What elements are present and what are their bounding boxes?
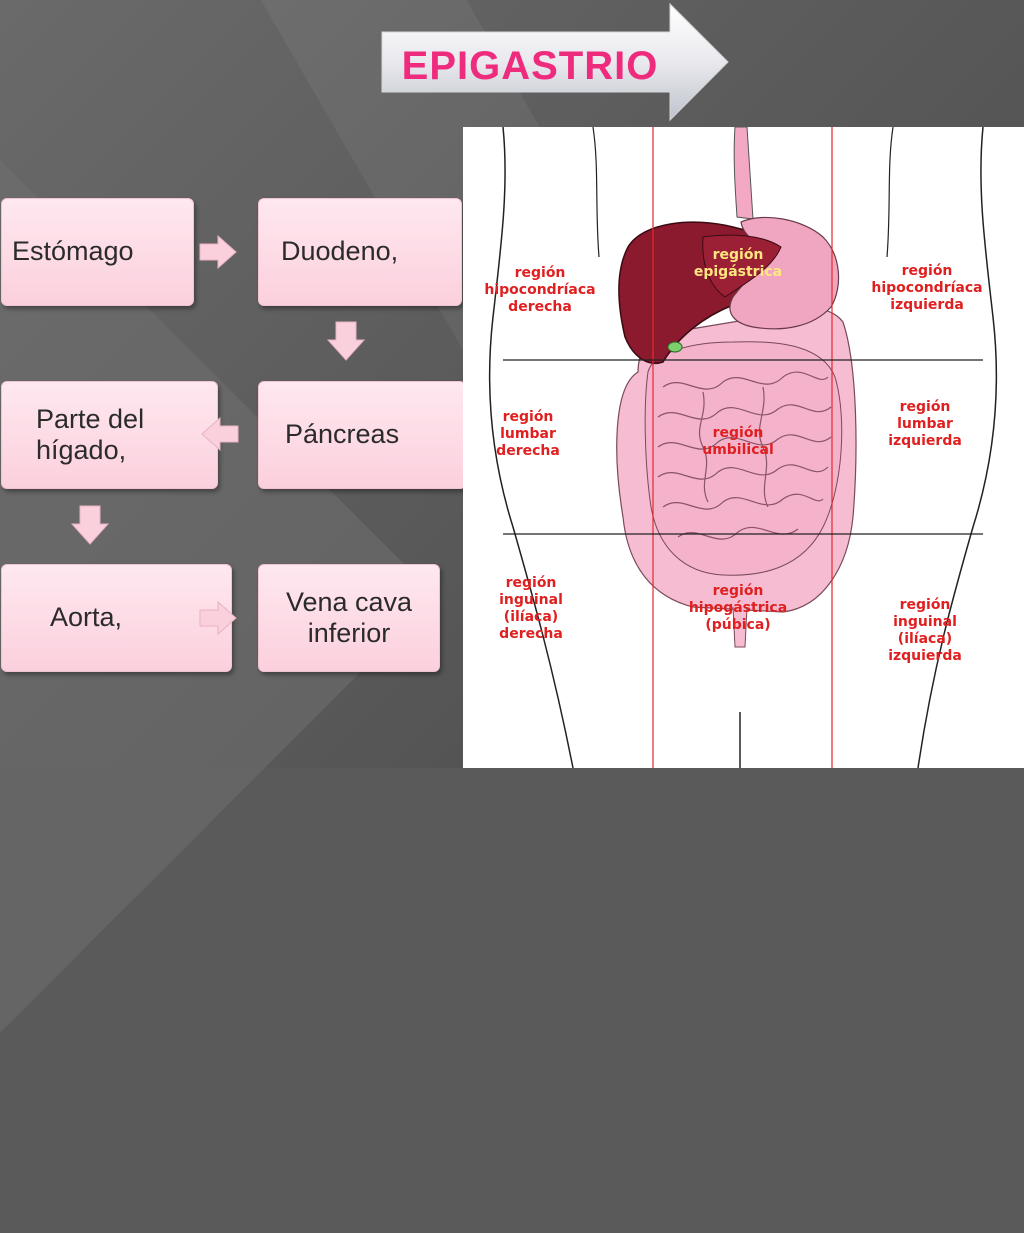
flow-box-aorta: Aorta,: [1, 564, 232, 672]
arrow-left-icon: [201, 416, 239, 452]
region-label-hipocondriaca-derecha: región hipocondríaca derecha: [484, 265, 596, 315]
region-label-lumbar-izquierda: región lumbar izquierda: [888, 399, 962, 449]
region-label-lumbar-derecha: región lumbar derecha: [496, 409, 560, 459]
flow-box-vena-cava: Vena cava inferior: [258, 564, 440, 672]
region-label-inguinal-derecha: región inguinal (ilíaca) derecha: [499, 575, 563, 642]
region-label-hipogastrica: región hipogástrica (púbica): [688, 583, 788, 633]
slide-title: EPIGASTRIO: [401, 43, 659, 88]
flow-box-label: Aorta,: [50, 602, 123, 633]
region-label-umbilical: región umbilical: [702, 425, 774, 458]
flow-box-label: Estómago: [12, 236, 134, 267]
arrow-right-icon: [199, 234, 237, 270]
anatomy-illustration: [488, 127, 998, 768]
flow-box-label: Vena cava inferior: [285, 586, 413, 648]
flow-box-higado: Parte del hígado,: [1, 381, 218, 489]
arrow-down-icon: [70, 505, 110, 545]
arrow-right-icon: [199, 600, 237, 636]
abdominal-regions-diagram: región hipocondríaca derecha región epig…: [463, 127, 1024, 768]
flow-box-label: Páncreas: [285, 419, 400, 450]
arrow-down-icon: [326, 321, 366, 361]
flow-box-label: Duodeno,: [281, 236, 399, 267]
flow-box-pancreas: Páncreas: [258, 381, 466, 489]
flow-box-estomago: Estómago: [1, 198, 194, 306]
region-label-epigastrica: región epigástrica: [693, 247, 783, 280]
flow-box-duodeno: Duodeno,: [258, 198, 462, 306]
region-label-inguinal-izquierda: región inguinal (ilíaca) izquierda: [888, 597, 962, 664]
title-arrow-shape: [381, 2, 729, 122]
flow-box-label: Parte del hígado,: [36, 403, 145, 465]
region-label-hipocondriaca-izquierda: región hipocondríaca izquierda: [871, 263, 983, 313]
